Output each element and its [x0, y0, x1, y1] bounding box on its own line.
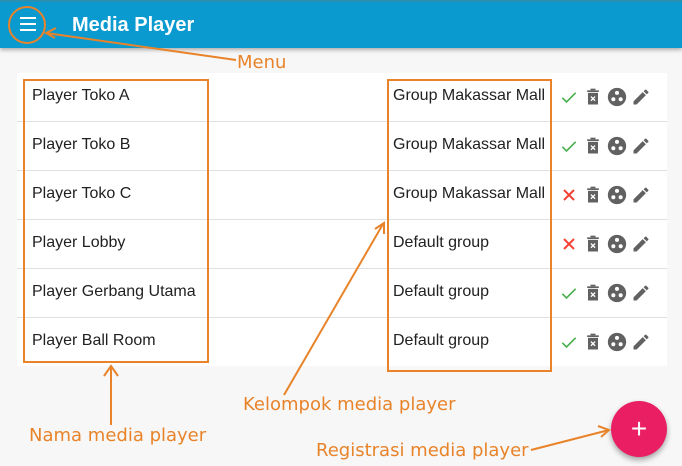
group-icon[interactable]: [605, 134, 629, 158]
annotation-menu-label: Menu: [237, 52, 287, 73]
table-row[interactable]: Player Toko A Group Makassar Mall: [17, 73, 667, 122]
delete-icon[interactable]: [581, 134, 605, 158]
delete-icon[interactable]: [581, 183, 605, 207]
row-actions: [557, 330, 653, 354]
row-actions: [557, 183, 653, 207]
status-online-check-icon: [557, 134, 581, 158]
player-group: Group Makassar Mall: [393, 87, 546, 104]
player-name: Player Toko C: [32, 185, 132, 202]
group-icon[interactable]: [605, 232, 629, 256]
page-title: Media Player: [72, 14, 195, 36]
player-name: Player Ball Room: [32, 332, 156, 349]
status-online-check-icon: [557, 85, 581, 109]
status-offline-cross-icon: [557, 183, 581, 207]
row-actions: [557, 232, 653, 256]
register-player-button[interactable]: +: [611, 401, 667, 457]
player-group: Group Makassar Mall: [393, 136, 546, 153]
app-bar: Media Player: [0, 0, 682, 48]
edit-icon[interactable]: [629, 134, 653, 158]
player-group: Group Makassar Mall: [393, 185, 546, 202]
hamburger-line: [20, 23, 36, 25]
player-name: Player Toko A: [32, 87, 130, 104]
delete-icon[interactable]: [581, 232, 605, 256]
delete-icon[interactable]: [581, 330, 605, 354]
status-online-check-icon: [557, 281, 581, 305]
hamburger-menu-icon: [20, 17, 36, 19]
group-icon[interactable]: [605, 183, 629, 207]
edit-icon[interactable]: [629, 183, 653, 207]
status-online-check-icon: [557, 330, 581, 354]
player-name: Player Lobby: [32, 234, 126, 251]
player-group: Default group: [393, 332, 490, 349]
delete-icon[interactable]: [581, 85, 605, 109]
menu-button[interactable]: [16, 12, 40, 36]
annotation-register-label: Registrasi media player: [316, 440, 529, 461]
player-group: Default group: [393, 283, 490, 300]
row-actions: [557, 85, 653, 109]
table-row[interactable]: Player Toko B Group Makassar Mall: [17, 122, 667, 171]
edit-icon[interactable]: [629, 330, 653, 354]
player-name: Player Toko B: [32, 136, 131, 153]
status-offline-cross-icon: [557, 232, 581, 256]
edit-icon[interactable]: [629, 85, 653, 109]
row-actions: [557, 281, 653, 305]
row-actions: [557, 134, 653, 158]
table-row[interactable]: Player Ball Room Default group: [17, 318, 667, 367]
group-icon[interactable]: [605, 281, 629, 305]
table-row[interactable]: Player Gerbang Utama Default group: [17, 269, 667, 318]
annotation-group-label: Kelompok media player: [243, 394, 456, 415]
group-icon[interactable]: [605, 85, 629, 109]
player-name: Player Gerbang Utama: [32, 283, 196, 300]
delete-icon[interactable]: [581, 281, 605, 305]
table-row[interactable]: Player Lobby Default group: [17, 220, 667, 269]
group-icon[interactable]: [605, 330, 629, 354]
annotation-name-label: Nama media player: [29, 425, 207, 446]
player-group: Default group: [393, 234, 490, 251]
edit-icon[interactable]: [629, 232, 653, 256]
table-row[interactable]: Player Toko C Group Makassar Mall: [17, 171, 667, 220]
edit-icon[interactable]: [629, 281, 653, 305]
hamburger-line: [20, 29, 36, 31]
